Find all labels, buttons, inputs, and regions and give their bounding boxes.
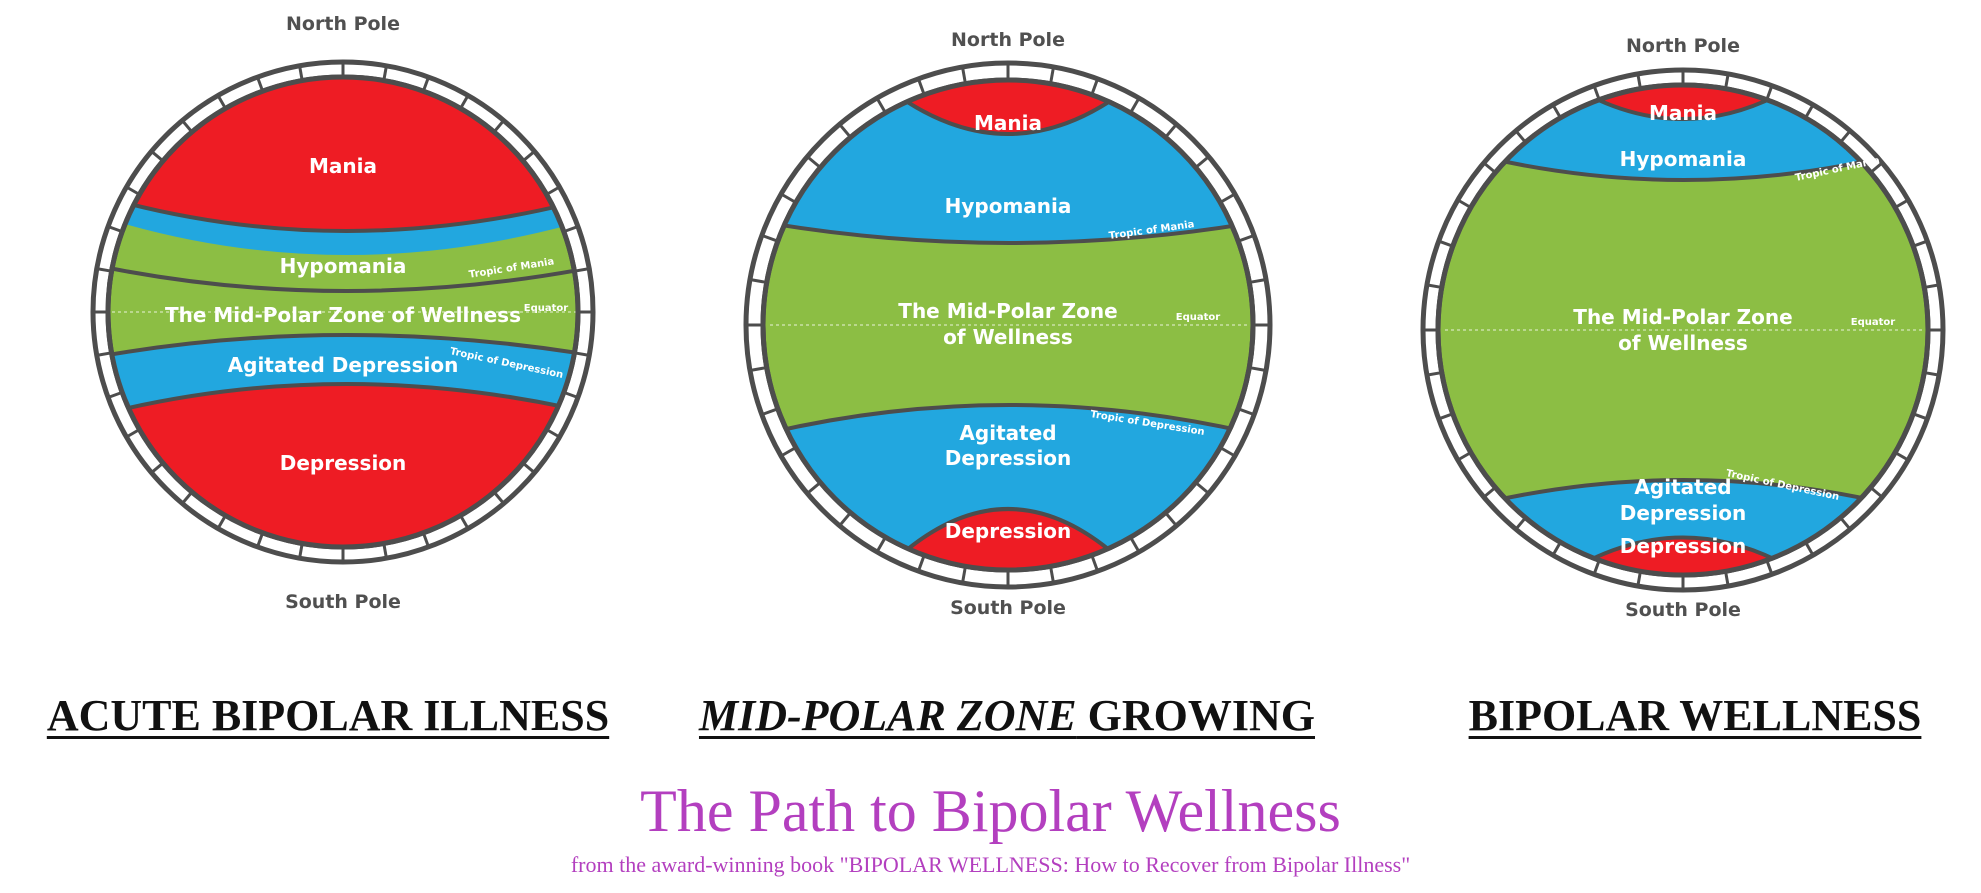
rim-tick <box>916 78 926 96</box>
heading-growing: MID-POLAR ZONE GROWING <box>668 690 1346 750</box>
rim-tick <box>780 192 797 204</box>
rim-tick <box>806 481 822 495</box>
agitated-label-line-2: Depression <box>945 446 1072 470</box>
globe-acute: North Pole South Pole Mania Hypomania Th… <box>90 13 596 613</box>
hypomania-label: Hypomania <box>1620 147 1747 171</box>
south-pole-label: South Pole <box>285 591 401 613</box>
heading-growing-italic: MID-POLAR ZONE <box>698 691 1077 740</box>
agitated-label-line-1: Agitated <box>959 421 1056 445</box>
south-pole-label: South Pole <box>1625 599 1741 621</box>
rim-tick <box>1592 85 1601 101</box>
depression-label: Depression <box>280 451 407 475</box>
rim-tick <box>1194 481 1210 495</box>
wellness-label: The Mid-Polar Zone of Wellness <box>165 303 521 327</box>
rim-tick <box>1457 198 1472 209</box>
north-pole-label: North Pole <box>951 29 1065 51</box>
depression-label: Depression <box>945 519 1072 543</box>
rim-tick <box>1426 283 1442 289</box>
south-pole-label: South Pole <box>950 597 1066 619</box>
rim-tick <box>780 446 797 458</box>
north-pole-label: North Pole <box>286 13 400 35</box>
rim-tick <box>1894 198 1909 209</box>
equator-label: Equator <box>1176 312 1221 323</box>
hypomania-boundary <box>108 260 578 293</box>
rim-tick <box>838 511 852 527</box>
rim-tick <box>1894 451 1909 462</box>
mania-label: Mania <box>1649 101 1717 125</box>
rim-tick <box>1912 239 1928 248</box>
rim-tick <box>563 225 579 234</box>
rim-tick <box>1249 366 1267 372</box>
equator-label: Equator <box>524 303 569 314</box>
rim-tick <box>1765 85 1774 101</box>
rim-tick <box>1551 541 1562 556</box>
depression-label: Depression <box>1620 534 1747 558</box>
rim-tick <box>1194 155 1210 169</box>
rim-tick <box>806 155 822 169</box>
rim-tick <box>1924 283 1940 289</box>
rim-tick <box>1164 511 1178 527</box>
north-pole-label: North Pole <box>1626 35 1740 57</box>
rim-tick <box>1049 66 1055 84</box>
rim-tick <box>961 66 967 84</box>
rim-tick <box>961 566 967 584</box>
rim-tick <box>761 233 779 243</box>
rim-tick <box>1249 278 1267 284</box>
equator-label: Equator <box>1851 317 1896 328</box>
hypomania-label: Hypomania <box>280 254 407 278</box>
rim-tick <box>107 225 123 234</box>
page-title: The Path to Bipolar Wellness <box>640 778 1341 844</box>
globe-growing: North Pole South Pole Mania Hypomania Th… <box>743 29 1273 619</box>
rim-tick <box>1426 371 1442 377</box>
wellness-label-line-1: The Mid-Polar Zone <box>1573 305 1792 329</box>
mania-label: Mania <box>309 154 377 178</box>
rim-tick <box>1924 371 1940 377</box>
rim-tick <box>749 366 767 372</box>
wellness-label-line-2: of Wellness <box>1618 331 1748 355</box>
depression-zone <box>108 382 578 547</box>
rim-tick <box>1219 446 1236 458</box>
agitated-label: Agitated Depression <box>228 353 459 377</box>
mania-label: Mania <box>974 111 1042 135</box>
rim-tick <box>1219 192 1236 204</box>
heading-acute: ACUTE BIPOLAR ILLNESS <box>46 691 610 740</box>
rim-tick <box>1912 412 1928 421</box>
heading-growing-rest: GROWING <box>1076 691 1316 740</box>
rim-tick <box>1804 541 1815 556</box>
rim-tick <box>916 554 926 572</box>
heading-wellness: BIPOLAR WELLNESS <box>1468 691 1922 740</box>
rim-ticks <box>746 63 1270 587</box>
rim-tick <box>1090 78 1100 96</box>
rim-tick <box>1237 407 1255 417</box>
rim-tick <box>875 536 887 553</box>
wellness-label-line-1: The Mid-Polar Zone <box>898 299 1117 323</box>
rim-tick <box>1164 123 1178 139</box>
page-subtitle: from the award-winning book "BIPOLAR WEL… <box>570 852 1411 877</box>
rim-tick <box>1438 412 1454 421</box>
globe-wellness: North Pole South Pole Mania Hypomania Th… <box>1420 35 1946 621</box>
rim-tick <box>1457 451 1472 462</box>
rim-tick <box>749 278 767 284</box>
rim-tick <box>1438 239 1454 248</box>
rim-tick <box>1237 233 1255 243</box>
rim-tick <box>1090 554 1100 572</box>
rim-tick <box>1049 566 1055 584</box>
wellness-label-line-2: of Wellness <box>943 325 1073 349</box>
agitated-label-line-2: Depression <box>1620 501 1747 525</box>
rim-tick <box>1129 97 1141 114</box>
rim-tick <box>838 123 852 139</box>
rim-tick <box>1129 536 1141 553</box>
hypomania-label: Hypomania <box>945 194 1072 218</box>
rim-tick <box>875 97 887 114</box>
rim-tick <box>761 407 779 417</box>
agitated-label-line-1: Agitated <box>1634 475 1731 499</box>
